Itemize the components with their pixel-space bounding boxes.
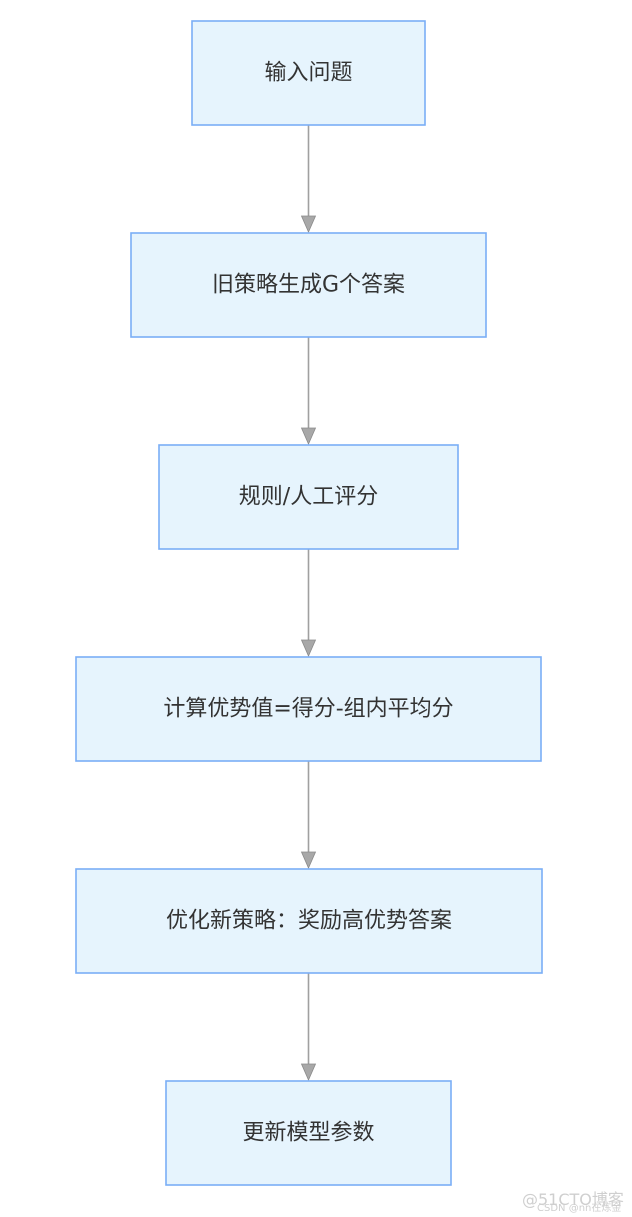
flow-node-box [75, 868, 543, 974]
flow-node: 规则/人工评分 [158, 444, 459, 550]
flow-node-label: 旧策略生成G个答案 [212, 273, 405, 298]
flow-node-box [75, 656, 542, 762]
flow-arrow [300, 973, 317, 1081]
flow-node-label: 输入问题 [264, 61, 352, 86]
watermark-sub: CSDN @nn在炼金 [537, 1201, 621, 1214]
flow-arrow [300, 337, 317, 445]
flow-node-label: 规则/人工评分 [239, 485, 378, 510]
flow-node: 优化新策略：奖励高优势答案 [75, 868, 543, 974]
watermark-main: @51CTO博客 [522, 1190, 624, 1209]
flow-node-box [165, 1080, 452, 1186]
flow-arrow [300, 761, 317, 869]
flow-node-label: 优化新策略：奖励高优势答案 [166, 909, 452, 934]
flow-node-label: 计算优势值=得分-组内平均分 [163, 697, 453, 722]
nodes: 输入问题旧策略生成G个答案规则/人工评分计算优势值=得分-组内平均分优化新策略：… [75, 20, 543, 1186]
flow-node: 输入问题 [191, 20, 426, 126]
watermark: @51CTO博客 CSDN @nn在炼金 [522, 1190, 624, 1214]
arrow-head-icon [300, 639, 317, 657]
arrow-head-icon [300, 215, 317, 233]
flow-node-box [191, 20, 426, 126]
flow-arrow [300, 549, 317, 657]
flow-node-box [130, 232, 487, 338]
flow-arrow [300, 125, 317, 233]
arrow-head-icon [300, 851, 317, 869]
flow-node: 旧策略生成G个答案 [130, 232, 487, 338]
arrow-head-icon [300, 1063, 317, 1081]
arrow-head-icon [300, 427, 317, 445]
flow-node: 更新模型参数 [165, 1080, 452, 1186]
edges [300, 125, 317, 1081]
flow-node-box [158, 444, 459, 550]
flow-node: 计算优势值=得分-组内平均分 [75, 656, 542, 762]
flow-node-label: 更新模型参数 [242, 1121, 374, 1146]
